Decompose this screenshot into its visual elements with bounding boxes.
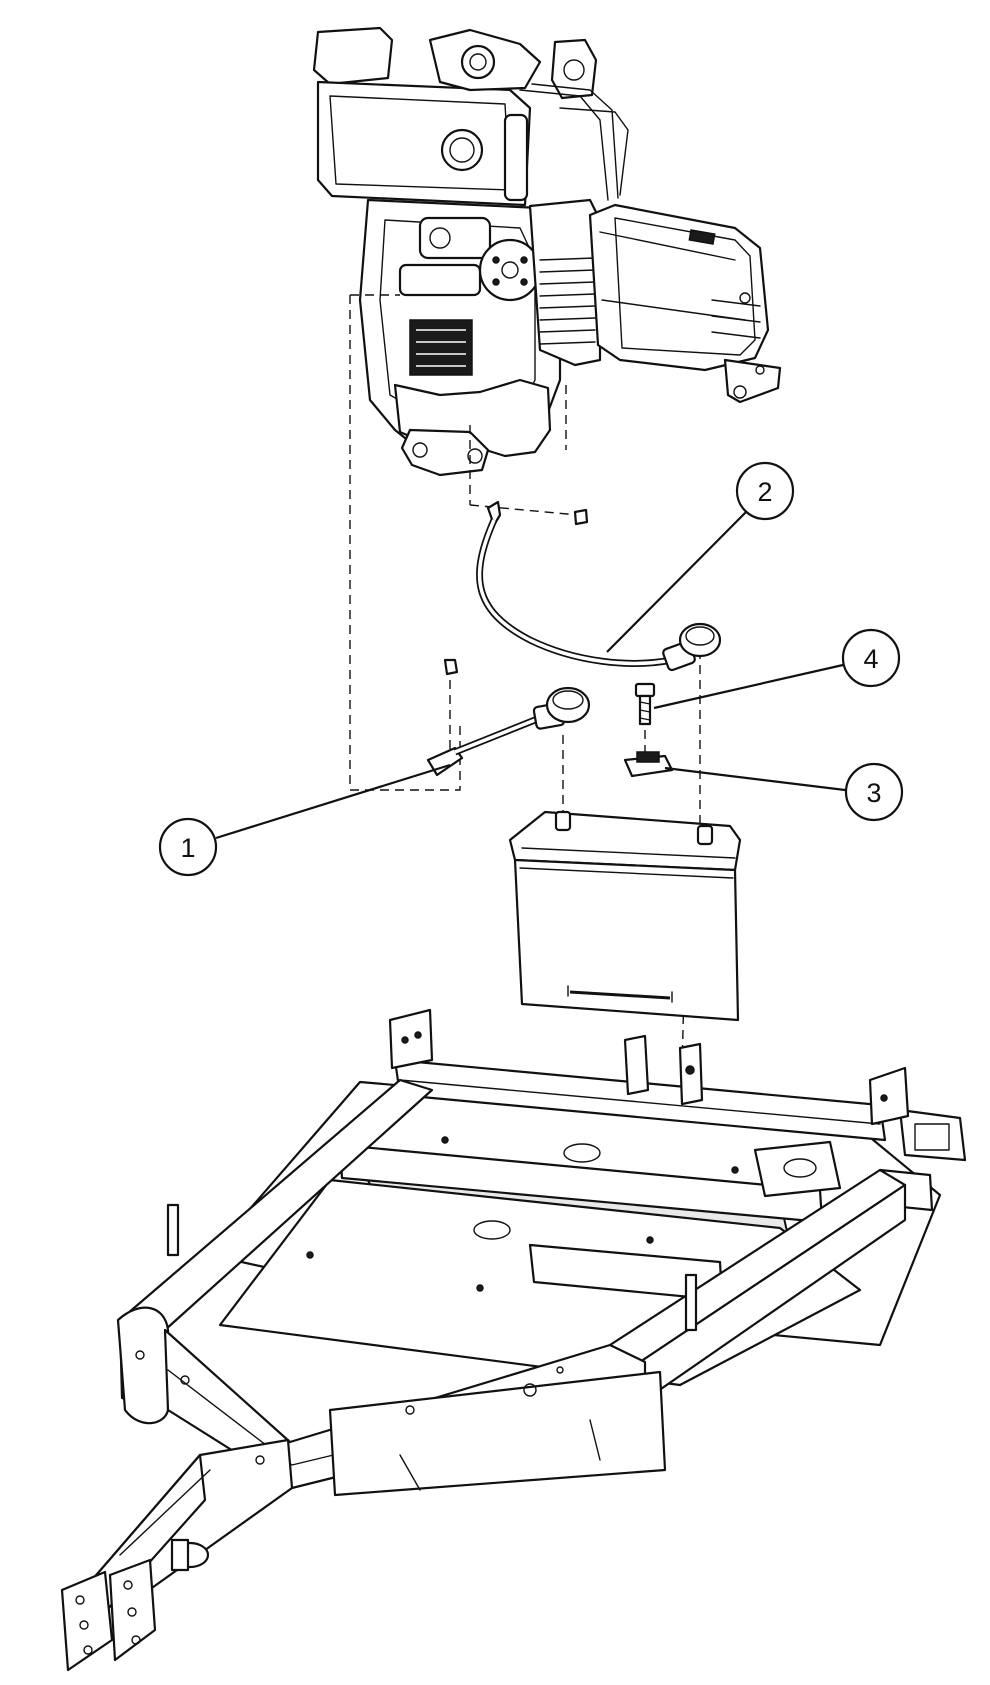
callout-2: 2: [606, 461, 795, 653]
callout-2-circle: [735, 461, 795, 521]
callout-1: 1: [158, 763, 451, 877]
battery-hold-down-bracket: [623, 751, 674, 778]
battery: [508, 810, 742, 1022]
callout-3-label: 3: [866, 778, 881, 808]
engine-generator-assembly: [312, 26, 782, 477]
callout-3-circle: [844, 762, 904, 822]
callout-4-label: 4: [863, 644, 878, 674]
callout-4: 4: [653, 628, 901, 710]
callout-4-circle: [841, 628, 901, 688]
callout-1-label: 1: [180, 833, 195, 863]
positive-battery-cable: [426, 658, 591, 777]
trailer-frame: [60, 1008, 967, 1672]
callout-1-circle: [158, 817, 218, 877]
hold-down-bolt: [634, 682, 656, 726]
callout-2-label: 2: [757, 477, 772, 507]
negative-battery-cable: [476, 500, 722, 672]
callout-3: 3: [664, 762, 904, 822]
